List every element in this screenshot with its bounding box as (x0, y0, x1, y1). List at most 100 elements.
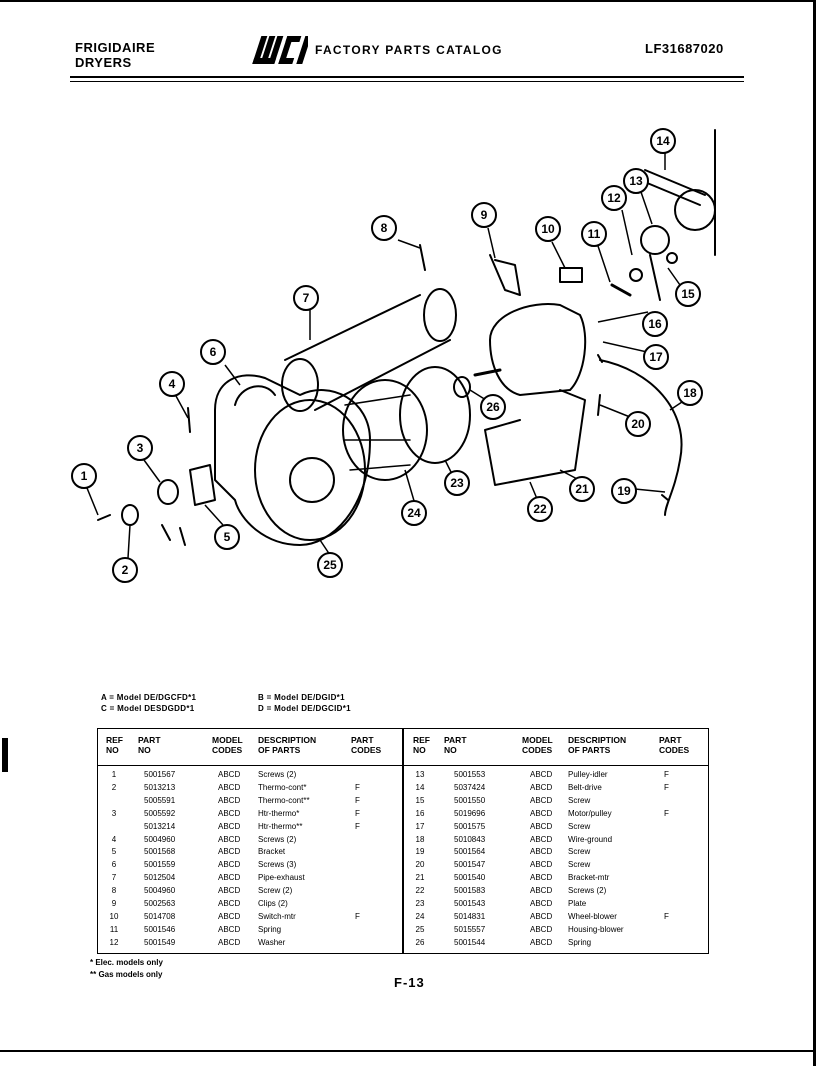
right-row-5-desc: Screw (568, 821, 591, 831)
right-row-7-part: 5001564 (454, 847, 486, 857)
right-row-1-model: ABCD (530, 770, 553, 779)
left-row-6-ref: 4 (111, 834, 117, 844)
plate (399, 366, 471, 464)
left-row-9-model: ABCD (218, 873, 241, 883)
drive-belt (639, 169, 706, 206)
right-row-8-ref: 20 (415, 860, 425, 870)
left-row-9-ref: 7 (111, 873, 117, 883)
right-row-5-part: 5001575 (454, 821, 486, 831)
left-row-7-ref: 5 (111, 847, 117, 857)
callout-3: 3 (137, 441, 144, 455)
callout-17: 17 (649, 350, 663, 364)
left-row-10-ref: 8 (111, 886, 117, 896)
left-row-3-part: 5005591 (144, 795, 176, 805)
right-row-1-part: 5001553 (454, 770, 486, 779)
left-row-14-desc: Washer (258, 937, 286, 947)
page-border-right (813, 0, 816, 1066)
left-row-14-part: 5001549 (144, 937, 176, 947)
table-divider (402, 729, 404, 953)
callout-15: 15 (681, 287, 695, 301)
left-row-11-desc: Clips (2) (258, 899, 288, 908)
right-row-13-model: ABCD (530, 924, 553, 934)
legend-model-d: D = Model DE/DGCID*1 (258, 704, 351, 713)
right-row-2-desc: Belt-drive (568, 782, 602, 792)
page-number: F-13 (394, 975, 425, 990)
right-row-2-part: 5037424 (454, 782, 486, 792)
callout-9: 9 (481, 208, 488, 222)
left-row-8-desc: Screws (3) (258, 860, 297, 870)
right-row-14-desc: Spring (568, 937, 592, 947)
right-row-1-desc: Pulley-idler (568, 770, 608, 779)
brand-block: FRIGIDAIRE DRYERS (75, 40, 155, 70)
left-row-4-desc: Htr-thermo* (258, 808, 300, 818)
right-row-10-desc: Screws (2) (568, 886, 607, 896)
callout-2: 2 (122, 563, 129, 577)
right-row-9-ref: 21 (415, 873, 425, 883)
callout-numbers: 1 2 3 4 5 6 7 8 9 10 11 12 13 14 15 16 1… (71, 128, 703, 583)
right-row-6-part: 5010843 (454, 834, 486, 844)
left-row-1-part: 5001567 (144, 770, 176, 779)
right-row-7-model: ABCD (530, 847, 553, 857)
right-row-1-ref: 13 (415, 770, 425, 779)
callout-13: 13 (629, 174, 643, 188)
left-row-7-desc: Bracket (258, 847, 286, 857)
callout-21: 21 (575, 482, 589, 496)
right-row-11-part: 5001543 (454, 899, 486, 908)
left-row-9-part: 5012504 (144, 873, 176, 883)
right-row-8-part: 5001547 (454, 860, 486, 870)
right-row-3-model: ABCD (530, 795, 553, 805)
right-row-2-model: ABCD (530, 782, 553, 792)
left-row-2-model: ABCD (218, 782, 241, 792)
right-row-2-code: F (664, 782, 669, 792)
callout-5: 5 (224, 530, 231, 544)
blower-housing (214, 374, 371, 546)
left-row-11-model: ABCD (218, 899, 241, 908)
left-row-4-part: 5005592 (144, 808, 176, 818)
thermo-bracket (189, 464, 216, 506)
left-row-11-part: 5002563 (144, 899, 176, 908)
callout-4: 4 (169, 377, 176, 391)
housing-outlet (254, 399, 366, 541)
wci-logo (252, 36, 308, 64)
catalog-title: FACTORY PARTS CATALOG (315, 43, 503, 57)
left-row-10-model: ABCD (218, 886, 241, 896)
callout-24: 24 (407, 506, 421, 520)
legend-model-b: B = Model DE/DGID*1 (258, 693, 345, 702)
right-row-5-ref: 17 (415, 821, 425, 831)
callout-26: 26 (486, 400, 500, 414)
left-row-1-model: ABCD (218, 770, 241, 779)
brand-name: FRIGIDAIRE (75, 40, 156, 55)
right-row-11-ref: 23 (415, 899, 425, 908)
callout-20: 20 (631, 417, 645, 431)
callout-6: 6 (210, 345, 217, 359)
right-row-8-desc: Screw (568, 860, 591, 870)
right-row-3-desc: Screw (568, 795, 591, 805)
right-row-9-model: ABCD (530, 873, 553, 883)
right-row-10-model: ABCD (530, 886, 553, 896)
right-row-14-part: 5001544 (454, 937, 486, 947)
right-row-14-model: ABCD (530, 937, 553, 947)
right-row-1-code: F (664, 770, 669, 779)
right-row-9-desc: Bracket-mtr (568, 873, 610, 883)
left-row-4-model: ABCD (218, 808, 241, 818)
right-row-7-desc: Screw (568, 847, 591, 857)
left-row-3-desc: Thermo-cont** (258, 795, 310, 805)
left-row-6-part: 5004960 (144, 834, 176, 844)
note-elec: * Elec. models only (90, 958, 163, 967)
callout-14: 14 (656, 134, 670, 148)
left-row-11-ref: 9 (111, 899, 117, 908)
left-row-2-code: F (355, 782, 360, 792)
left-row-14-model: ABCD (218, 937, 241, 947)
right-row-8-model: ABCD (530, 860, 553, 870)
legend-model-a: A = Model DE/DGCFD*1 (101, 693, 197, 702)
motor-bracket (484, 389, 586, 486)
callout-16: 16 (648, 317, 662, 331)
